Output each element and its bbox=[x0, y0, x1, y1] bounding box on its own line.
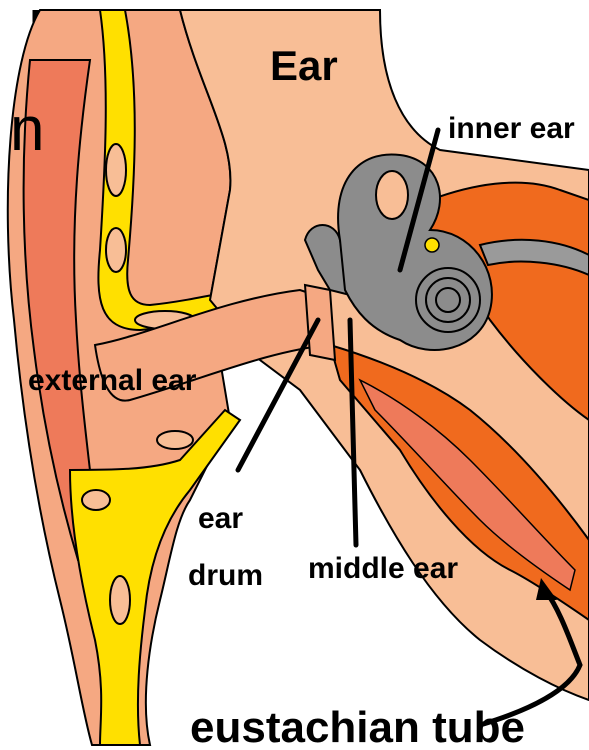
label-ear: ear bbox=[198, 502, 243, 535]
label-eustachian-tube: eustachian tube bbox=[190, 703, 525, 750]
label-middle-ear: middle ear bbox=[308, 552, 458, 585]
label-inner-ear: inner ear bbox=[448, 112, 575, 145]
ear-drum bbox=[305, 285, 335, 360]
diagram-title: Ear bbox=[270, 42, 338, 89]
partial-slide-text: n bbox=[10, 95, 44, 164]
label-external-ear: external ear bbox=[28, 364, 197, 397]
label-drum: drum bbox=[188, 559, 263, 592]
